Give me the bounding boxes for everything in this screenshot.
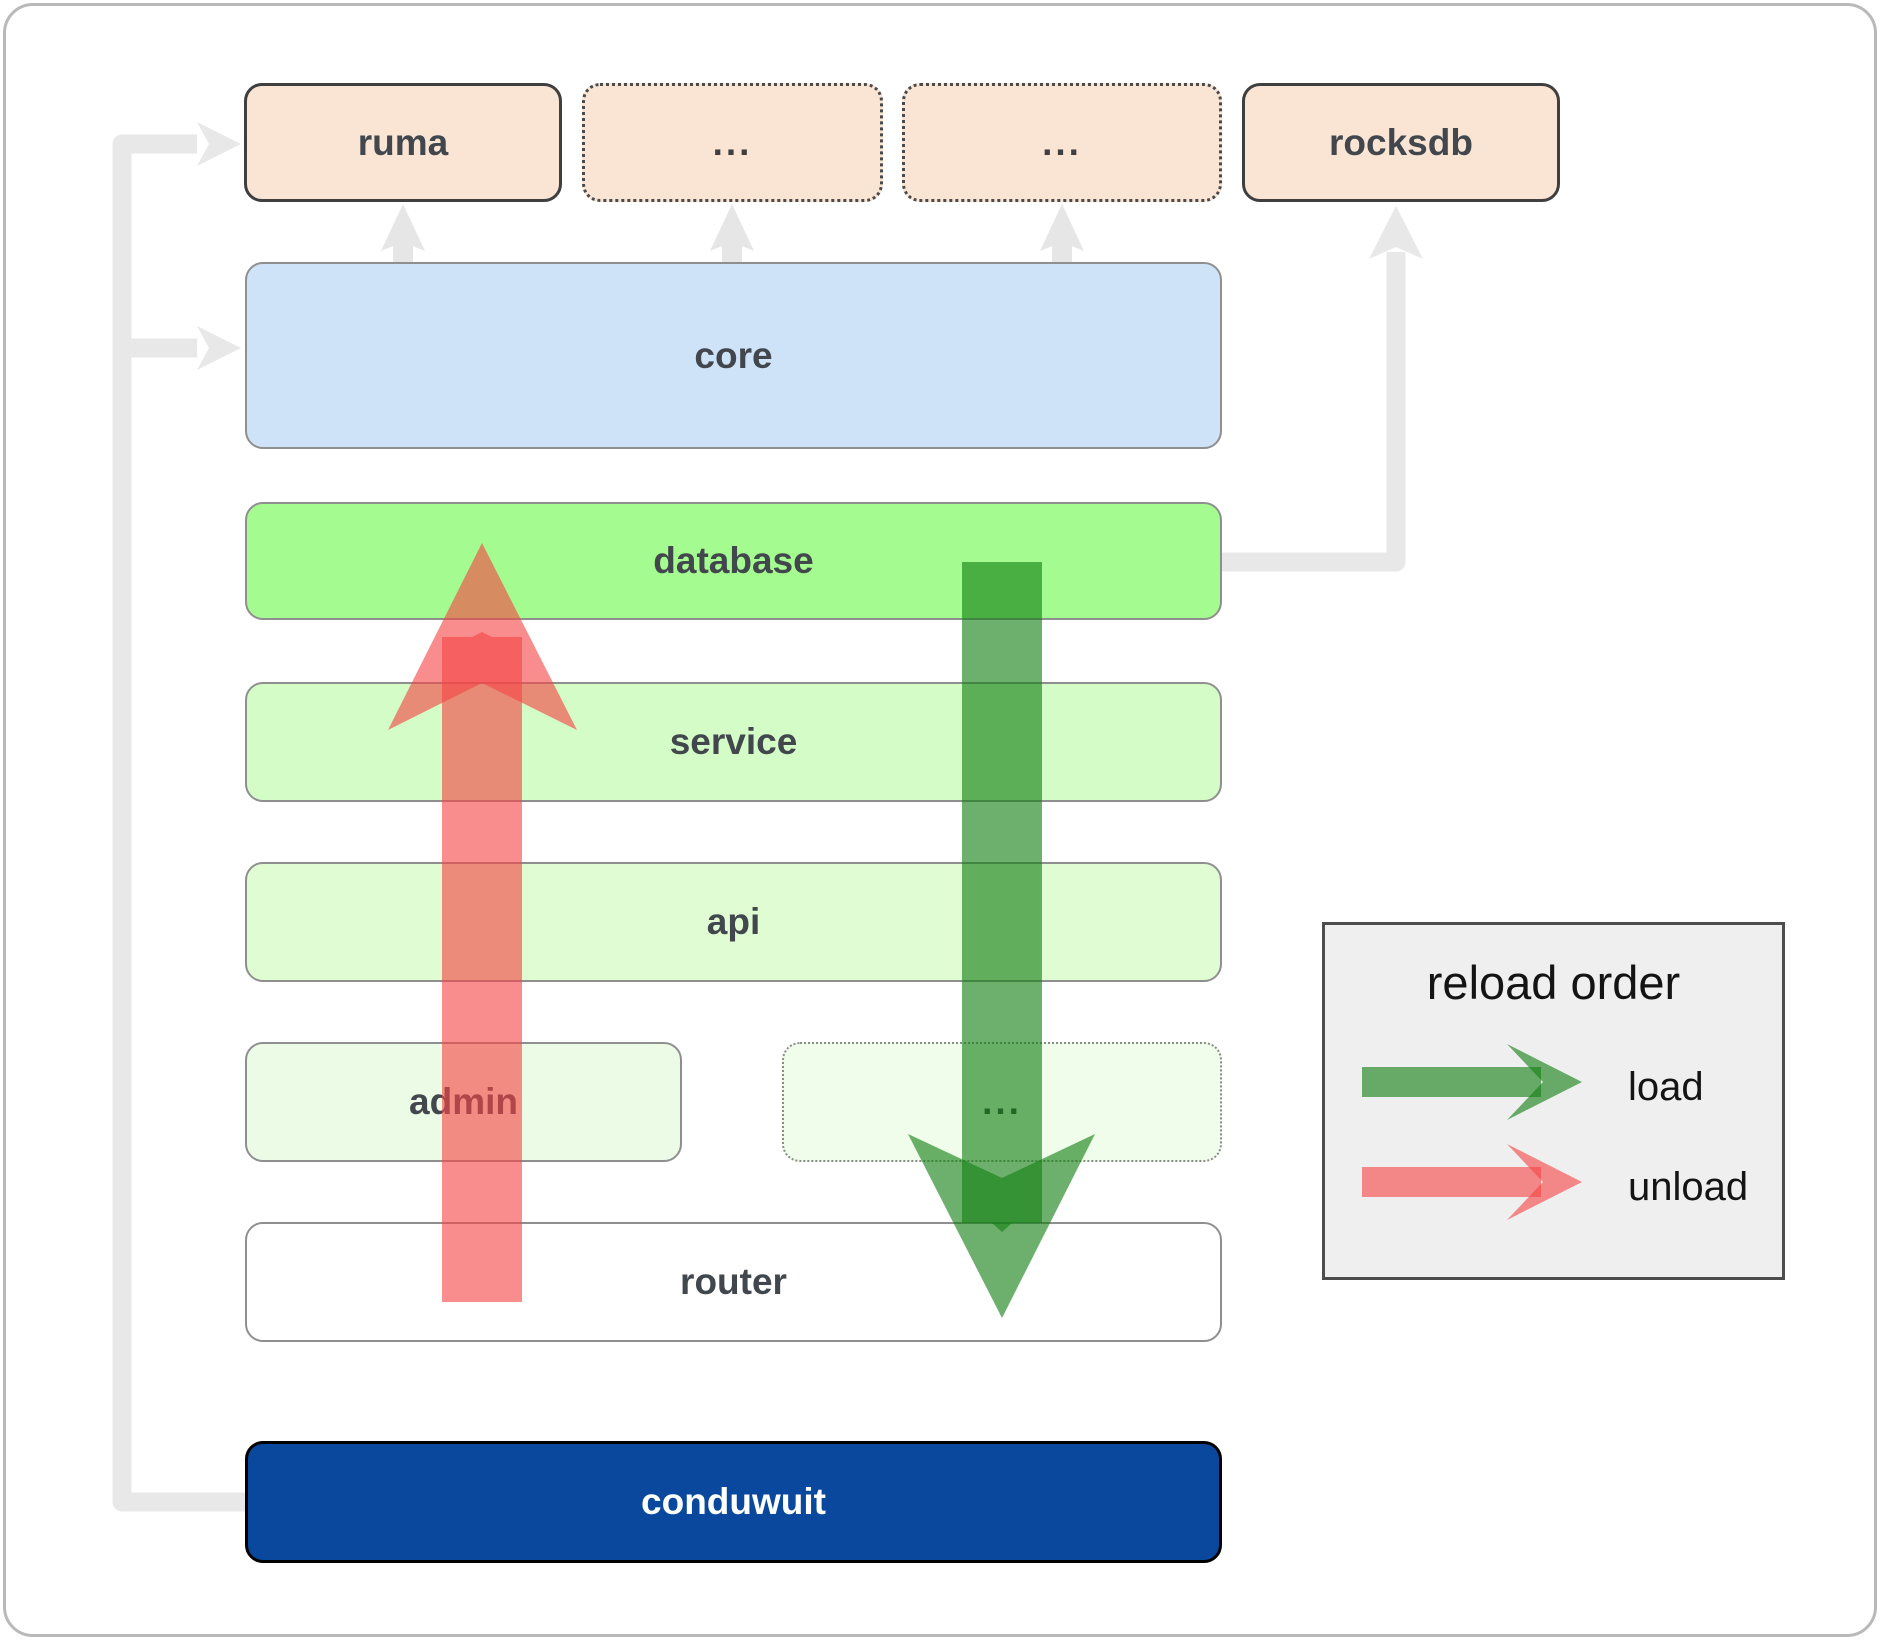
node-api-label: api xyxy=(706,901,761,942)
node-ellipsis-top-2-label: ... xyxy=(1042,121,1082,163)
node-router: router xyxy=(245,1222,1222,1342)
node-database-label: database xyxy=(653,540,814,581)
core-to-ellipsis1-arrow xyxy=(710,204,754,263)
load-arrow-shaft xyxy=(962,562,1042,1232)
core-to-ruma-arrow xyxy=(381,204,425,263)
node-conduwuit-label: conduwuit xyxy=(641,1481,826,1522)
connector-arrowhead-into-core xyxy=(197,326,241,370)
legend-load-arrow xyxy=(1362,1044,1582,1120)
legend-unload-arrow-shaft xyxy=(1362,1167,1541,1197)
legend-unload-label: unload xyxy=(1628,1165,1749,1209)
legend-load-arrow-shaft xyxy=(1362,1067,1541,1097)
database-to-rocksdb-connector-line xyxy=(1222,252,1406,572)
legend-unload-arrow-head xyxy=(1507,1144,1582,1220)
node-core: core xyxy=(245,262,1222,449)
diagram-outer-frame xyxy=(3,3,1877,1637)
node-conduwuit: conduwuit xyxy=(245,1441,1222,1563)
legend-title: reload order xyxy=(1426,956,1681,1009)
node-router-label: router xyxy=(680,1261,787,1302)
node-rocksdb: rocksdb xyxy=(1242,83,1560,202)
node-ellipsis-top-2: ... xyxy=(902,83,1222,202)
unload-arrow xyxy=(388,543,577,1302)
connector-arrowhead-into-ruma xyxy=(197,122,241,166)
unload-arrow-head xyxy=(388,543,577,730)
node-ruma: ruma xyxy=(244,83,562,202)
legend-box: reload order load unload xyxy=(1322,922,1785,1280)
load-arrow-head xyxy=(908,1134,1095,1318)
node-service-label: service xyxy=(669,721,798,762)
conduwuit-left-connector-line xyxy=(112,134,245,1512)
core-to-ellipsis2-arrow xyxy=(1040,204,1084,263)
node-ruma-label: ruma xyxy=(357,121,449,163)
unload-arrow-shaft xyxy=(442,632,522,1302)
node-rocksdb-label: rocksdb xyxy=(1329,121,1473,163)
node-database: database xyxy=(245,502,1222,620)
legend-load-label: load xyxy=(1628,1065,1704,1109)
legend-load-arrow-head xyxy=(1507,1044,1582,1120)
connector-arrowhead-into-rocksdb xyxy=(1369,206,1423,259)
legend-unload-arrow xyxy=(1362,1144,1582,1220)
node-ellipsis-top-1-label: ... xyxy=(712,121,753,163)
node-api: api xyxy=(245,862,1222,982)
node-ellipsis-top-1: ... xyxy=(582,83,883,202)
node-core-label: core xyxy=(694,334,773,376)
load-arrow xyxy=(908,562,1095,1318)
